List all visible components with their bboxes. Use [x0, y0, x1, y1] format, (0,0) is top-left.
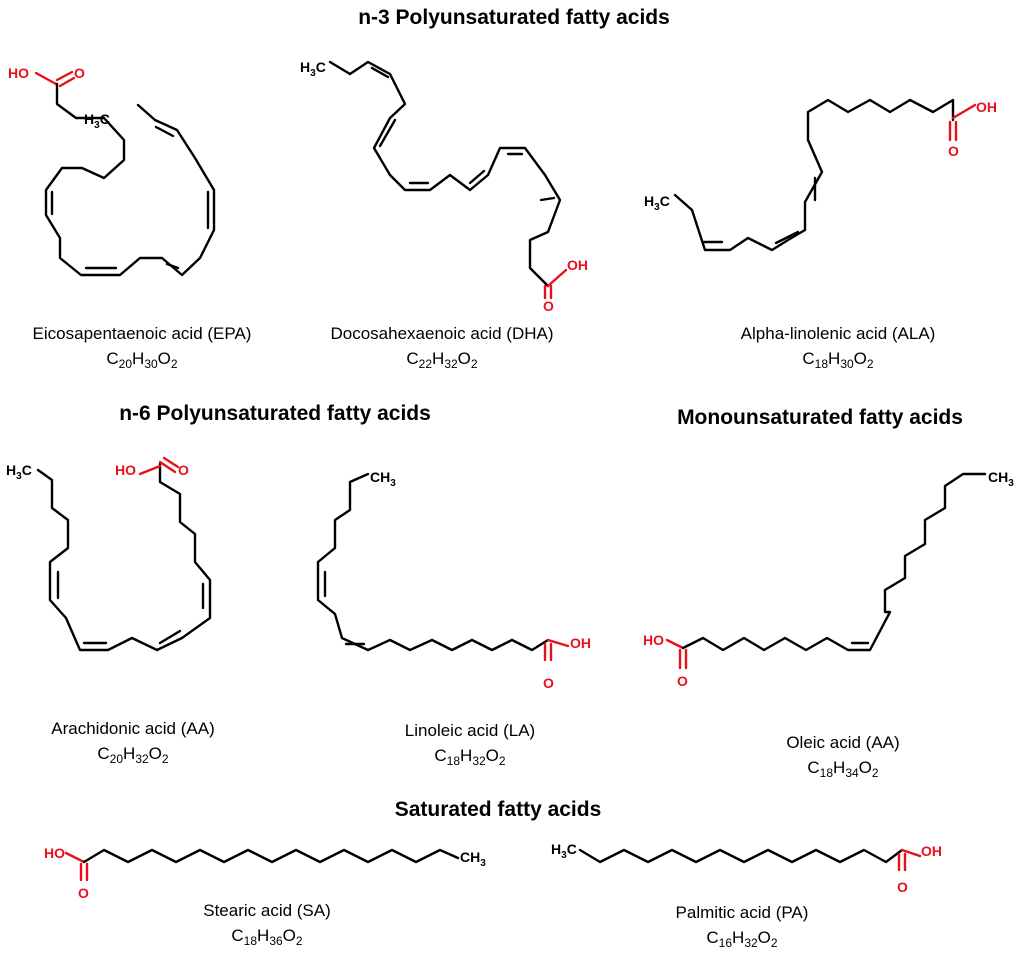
dbl-ala-2: [774, 230, 800, 245]
label-dha: Docosahexaenoic acid (DHA) C22H32O2: [331, 321, 554, 377]
atom-oa-o: O: [677, 673, 688, 689]
formula-ala: C18H30O2: [802, 349, 874, 371]
name-ala: Alpha-linolenic acid (ALA): [740, 324, 936, 343]
section-title-mufa: Monounsaturated fatty acids: [677, 406, 963, 429]
dbl-aa-3: [158, 629, 182, 645]
atom-oa-ho: HO: [643, 632, 664, 648]
atom-epa-ch3: H3C: [84, 111, 110, 131]
bond-la-c-oh: [546, 638, 570, 648]
name-sa: Stearic acid (SA): [203, 901, 331, 920]
structure-oa: HO O CH3: [643, 469, 1014, 689]
name-aa: Arachidonic acid (AA): [51, 719, 215, 738]
structure-sa: HO O CH3: [44, 845, 486, 901]
structure-ala: H3C OH O: [644, 98, 997, 252]
chain-aa: [36, 462, 212, 652]
formula-aa: C20H32O2: [97, 744, 169, 766]
formula-oa: C18H34O2: [807, 758, 879, 780]
atom-sa-o: O: [78, 885, 89, 901]
label-la: Linoleic acid (LA) C18H32O2: [405, 718, 535, 774]
atom-ala-oh: OH: [976, 99, 997, 115]
bond-sa-c-oh: [64, 851, 86, 864]
bond-dha-c-oh: [546, 268, 568, 288]
label-aa: Arachidonic acid (AA) C20H32O2: [51, 716, 214, 772]
atom-ala-ch3: H3C: [644, 193, 670, 213]
dbl-epa-3: [165, 262, 180, 270]
atom-la-ch3: CH3: [370, 469, 396, 489]
atom-pa-ch3: H3C: [551, 841, 577, 861]
formula-sa: C18H36O2: [231, 926, 303, 948]
atom-sa-ho: HO: [44, 845, 65, 861]
chain-epa: [44, 82, 216, 277]
bond-aa-c-oh: [138, 464, 162, 476]
name-dha: Docosahexaenoic acid (DHA): [330, 324, 554, 343]
atom-la-oh: OH: [570, 635, 591, 651]
dbl-dha-2: [378, 118, 397, 148]
section-title-sfa: Saturated fatty acids: [394, 798, 602, 821]
atom-ala-o: O: [948, 143, 959, 159]
name-oa: Oleic acid (AA): [786, 733, 900, 752]
section-title-n3-pufa: n-3 Polyunsaturated fatty acids: [358, 6, 670, 29]
chain-pa: [578, 848, 904, 864]
dbl-dha-4: [468, 169, 486, 185]
chain-ala: [673, 98, 955, 252]
label-sa: Stearic acid (SA) C18H36O2: [203, 898, 331, 954]
label-epa: Eicosapentaenoic acid (EPA) C20H30O2: [33, 321, 252, 377]
structure-aa: H3C HO O: [6, 456, 212, 652]
structure-pa: H3C OH O: [551, 841, 942, 895]
bond-oa-c-oh: [665, 638, 685, 650]
atom-la-o: O: [543, 675, 554, 691]
bond-epa-c-oh: [34, 71, 58, 86]
structure-epa: HO O H3C: [8, 65, 216, 277]
chain-sa: [82, 848, 460, 864]
atom-aa-ch3: H3C: [6, 462, 32, 482]
label-pa: Palmitic acid (PA) C16H32O2: [676, 900, 809, 956]
atom-dha-ch3: H3C: [300, 59, 326, 79]
atom-aa-oh: HO: [115, 462, 136, 478]
dbl-epa-5: [154, 125, 175, 138]
bond-aa-c-o2: [162, 456, 180, 469]
bond-aa-c-o: [158, 460, 177, 474]
formula-la: C18H32O2: [434, 746, 506, 768]
name-pa: Palmitic acid (PA): [675, 903, 809, 922]
formula-dha: C22H32O2: [406, 349, 478, 371]
chain-la: [316, 472, 550, 652]
bond-epa-c-o: [55, 70, 74, 82]
atom-oa-ch3: CH3: [988, 469, 1014, 489]
formula-epa: C20H30O2: [106, 349, 178, 371]
structure-dha: H3C OH O: [300, 59, 588, 314]
atom-epa-oh: HO: [8, 65, 29, 81]
name-epa: Eicosapentaenoic acid (EPA): [32, 324, 252, 343]
section-title-n6-pufa: n-6 Polyunsaturated fatty acids: [119, 402, 431, 425]
atom-sa-ch3: CH3: [460, 849, 486, 869]
label-ala: Alpha-linolenic acid (ALA) C18H30O2: [741, 321, 936, 377]
name-la: Linoleic acid (LA): [404, 721, 536, 740]
atom-pa-oh: OH: [921, 843, 942, 859]
chain-oa: [681, 472, 987, 652]
atom-dha-oh: OH: [567, 257, 588, 273]
atom-aa-o: O: [178, 462, 189, 478]
dbl-dha-1: [370, 66, 390, 79]
label-oa: Oleic acid (AA) C18H34O2: [786, 730, 899, 786]
dbl-dha-6: [539, 196, 556, 202]
bond-pa-c-oh: [900, 848, 922, 858]
atom-pa-o: O: [897, 879, 908, 895]
bond-epa-c-o2: [58, 76, 76, 88]
atom-dha-o: O: [543, 298, 554, 314]
atom-epa-o: O: [74, 65, 85, 81]
structure-la: OH O CH3: [316, 469, 591, 691]
formula-pa: C16H32O2: [706, 928, 778, 950]
chain-dha: [328, 60, 562, 288]
bond-ala-c-oh: [951, 103, 977, 120]
